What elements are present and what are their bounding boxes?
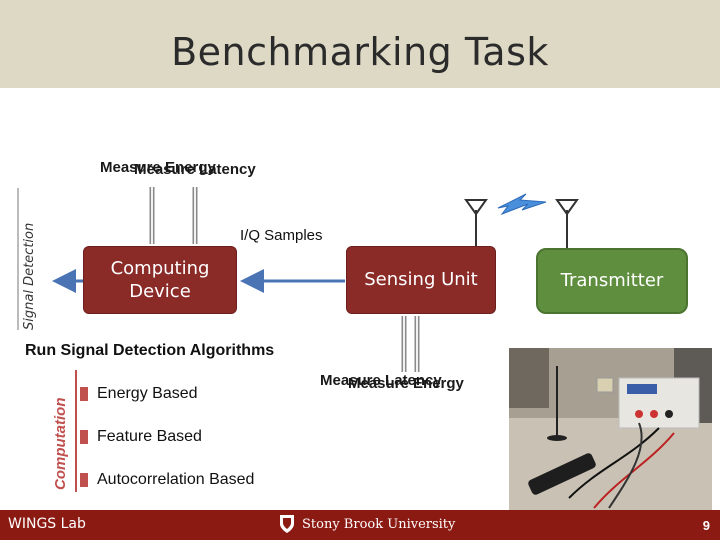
run-algorithms-heading: Run Signal Detection Algorithms <box>25 342 275 359</box>
antenna-icon <box>464 199 488 246</box>
sensing-unit-label: Sensing Unit <box>364 269 478 291</box>
page-number: 9 <box>702 518 710 533</box>
lightning-signal-icon <box>497 193 547 216</box>
bottom-measure-energy: Measure Energy <box>348 375 464 392</box>
transmitter-label: Transmitter <box>560 270 664 292</box>
footer-bar: WINGS Lab Stony Brook University 9 <box>0 510 720 540</box>
computing-device-box: Computing Device <box>83 246 237 314</box>
antenna-icon <box>555 199 579 248</box>
algorithm-bullets <box>80 387 88 487</box>
top-measure-energy: Measure Energy <box>100 159 216 176</box>
transmitter-box: Transmitter <box>536 248 688 314</box>
algorithm-item-autocorrelation: Autocorrelation Based <box>97 471 255 488</box>
iq-samples-label: I/Q Samples <box>240 227 323 244</box>
top-measure-latency: Measure Latency <box>134 161 256 178</box>
university-name: Stony Brook University <box>302 516 456 532</box>
university-logo: Stony Brook University <box>278 514 455 534</box>
equipment-photo <box>509 348 712 510</box>
algorithm-item-feature: Feature Based <box>97 428 202 445</box>
computing-device-label: Computing Device <box>110 257 210 302</box>
page-title: Benchmarking Task <box>171 30 549 74</box>
title-band <box>0 0 720 88</box>
sensing-unit-box: Sensing Unit <box>346 246 496 314</box>
algorithm-item-energy: Energy Based <box>97 385 198 402</box>
top-measure-arrows <box>149 187 198 244</box>
lab-name: WINGS Lab <box>8 516 86 532</box>
university-shield-icon <box>280 515 294 533</box>
bottom-measure-arrows <box>401 316 420 372</box>
bottom-measure-latency: Measure Latency <box>320 372 442 389</box>
